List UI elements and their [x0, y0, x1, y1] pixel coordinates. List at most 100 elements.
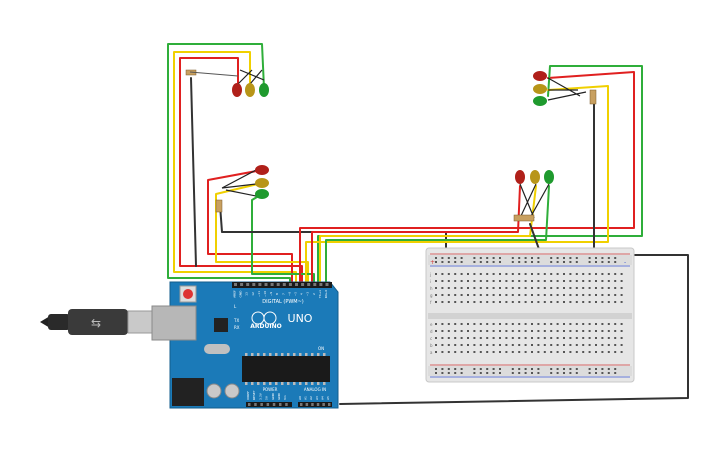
breadboard-hole[interactable]	[518, 273, 521, 275]
breadboard-hole[interactable]	[435, 287, 437, 289]
breadboard-hole[interactable]	[601, 280, 604, 282]
breadboard-hole[interactable]	[575, 330, 578, 332]
breadboard-hole[interactable]	[479, 273, 482, 275]
breadboard-hole[interactable]	[543, 344, 546, 346]
breadboard-hole[interactable]	[518, 301, 521, 303]
digital-pin-socket[interactable]	[313, 283, 317, 286]
breadboard-hole[interactable]	[479, 287, 482, 289]
breadboard-hole[interactable]	[607, 294, 610, 296]
breadboard-hole[interactable]	[524, 294, 527, 296]
rail-hole[interactable]	[537, 368, 540, 370]
rail-hole[interactable]	[531, 368, 533, 370]
rail-hole[interactable]	[550, 368, 553, 370]
breadboard-hole[interactable]	[460, 323, 463, 325]
breadboard-hole[interactable]	[441, 337, 444, 339]
breadboard-hole[interactable]	[479, 337, 482, 339]
breadboard-hole[interactable]	[575, 287, 578, 289]
breadboard-hole[interactable]	[486, 301, 489, 303]
rail-hole[interactable]	[588, 257, 591, 259]
breadboard-hole[interactable]	[473, 294, 476, 296]
led-yellow[interactable]	[533, 84, 547, 94]
breadboard-hole[interactable]	[460, 344, 463, 346]
breadboard-hole[interactable]	[492, 344, 495, 346]
rail-hole[interactable]	[524, 368, 527, 370]
rail-hole[interactable]	[556, 372, 559, 374]
breadboard-hole[interactable]	[588, 337, 591, 339]
breadboard-hole[interactable]	[543, 280, 546, 282]
breadboard-hole[interactable]	[486, 294, 489, 296]
wire-red-top-left[interactable]	[179, 57, 303, 286]
breadboard-hole[interactable]	[454, 273, 457, 275]
rail-hole[interactable]	[569, 372, 572, 374]
breadboard-hole[interactable]	[473, 337, 476, 339]
rail-hole[interactable]	[435, 257, 437, 259]
breadboard-hole[interactable]	[435, 280, 437, 282]
breadboard-hole[interactable]	[595, 301, 597, 303]
digital-pin-socket[interactable]	[264, 283, 268, 286]
led-green[interactable]	[259, 83, 269, 97]
breadboard-hole[interactable]	[620, 294, 623, 296]
digital-pin-socket[interactable]	[288, 283, 292, 286]
rail-hole[interactable]	[486, 257, 489, 259]
breadboard-hole[interactable]	[569, 337, 572, 339]
rail-hole[interactable]	[479, 257, 482, 259]
breadboard-hole[interactable]	[550, 344, 553, 346]
rail-hole[interactable]	[575, 372, 578, 374]
breadboard-hole[interactable]	[614, 301, 617, 303]
breadboard-hole[interactable]	[473, 351, 476, 353]
power-pin-socket[interactable]	[272, 403, 276, 406]
led-green[interactable]	[544, 170, 554, 184]
breadboard-hole[interactable]	[537, 273, 540, 275]
breadboard-hole[interactable]	[524, 337, 527, 339]
breadboard-hole[interactable]	[447, 330, 450, 332]
breadboard-hole[interactable]	[575, 344, 578, 346]
digital-pin-socket[interactable]	[270, 283, 274, 286]
power-pin-socket[interactable]	[279, 403, 282, 406]
breadboard-hole[interactable]	[441, 323, 444, 325]
rail-hole[interactable]	[614, 368, 617, 370]
power-pin-socket[interactable]	[254, 403, 257, 406]
breadboard-hole[interactable]	[556, 287, 559, 289]
breadboard-hole[interactable]	[511, 301, 514, 303]
breadboard-hole[interactable]	[601, 301, 604, 303]
rail-hole[interactable]	[614, 261, 617, 263]
breadboard-hole[interactable]	[601, 330, 604, 332]
rail-hole[interactable]	[550, 372, 553, 374]
breadboard-hole[interactable]	[543, 323, 546, 325]
breadboard-hole[interactable]	[607, 351, 610, 353]
breadboard-hole[interactable]	[492, 301, 495, 303]
breadboard-hole[interactable]	[556, 330, 559, 332]
rail-hole[interactable]	[441, 257, 444, 259]
digital-pin-socket[interactable]	[276, 283, 280, 286]
breadboard-hole[interactable]	[531, 301, 533, 303]
breadboard-hole[interactable]	[537, 280, 540, 282]
breadboard-hole[interactable]	[441, 351, 444, 353]
breadboard-hole[interactable]	[505, 287, 508, 289]
breadboard-hole[interactable]	[460, 294, 463, 296]
rail-hole[interactable]	[531, 261, 533, 263]
breadboard-hole[interactable]	[614, 344, 617, 346]
breadboard-hole[interactable]	[575, 323, 578, 325]
breadboard-hole[interactable]	[441, 287, 444, 289]
power-pin-socket[interactable]	[260, 403, 263, 406]
breadboard-hole[interactable]	[441, 294, 444, 296]
breadboard-hole[interactable]	[447, 294, 450, 296]
digital-pin-socket[interactable]	[252, 283, 256, 286]
breadboard-hole[interactable]	[467, 273, 469, 275]
breadboard-hole[interactable]	[563, 323, 565, 325]
digital-pin-socket[interactable]	[258, 283, 262, 286]
breadboard-hole[interactable]	[620, 287, 623, 289]
breadboard-hole[interactable]	[588, 330, 591, 332]
breadboard-hole[interactable]	[499, 294, 501, 296]
breadboard-hole[interactable]	[492, 294, 495, 296]
digital-pin-socket[interactable]	[240, 283, 244, 286]
breadboard-hole[interactable]	[486, 280, 489, 282]
breadboard-hole[interactable]	[467, 351, 469, 353]
rail-hole[interactable]	[524, 257, 527, 259]
breadboard-hole[interactable]	[441, 330, 444, 332]
rail-hole[interactable]	[601, 372, 604, 374]
rail-hole[interactable]	[588, 368, 591, 370]
breadboard-hole[interactable]	[467, 337, 469, 339]
wire-yellow-middle-right[interactable]	[319, 185, 537, 286]
led-red[interactable]	[232, 83, 242, 97]
